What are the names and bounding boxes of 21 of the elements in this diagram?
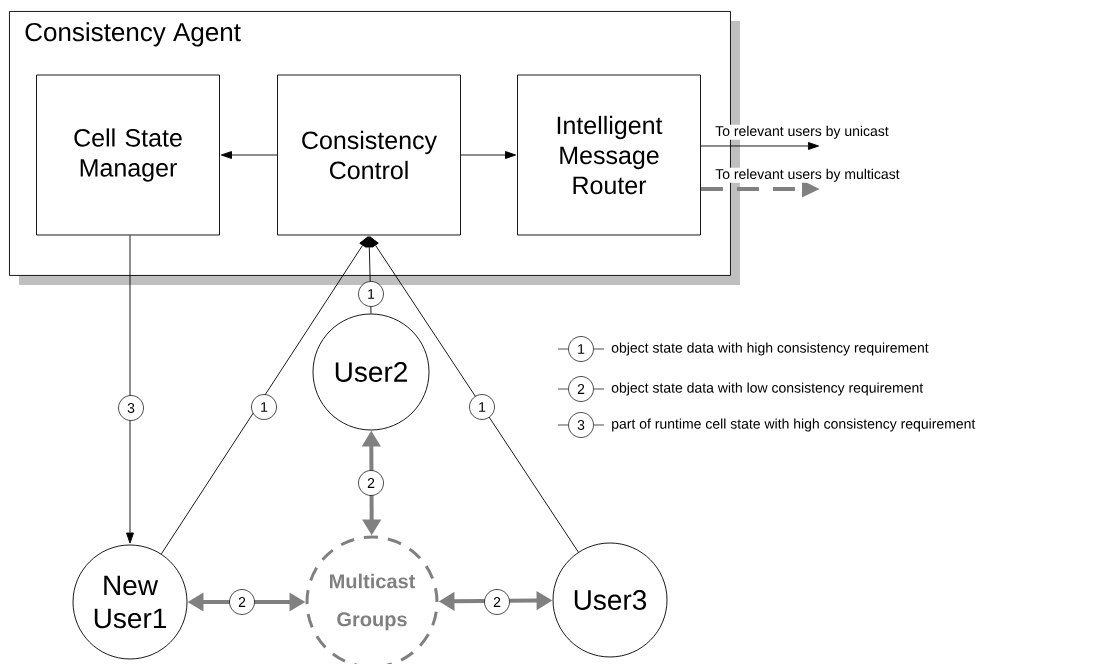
edge-label: 3: [118, 395, 144, 421]
arrow: [369, 236, 579, 553]
arrow: [160, 236, 369, 555]
process-box: Cell State Manager: [36, 74, 220, 236]
legend-text: part of runtime cell state with high consistency requirement: [612, 418, 976, 432]
legend-text: object state data with high consistency requirement: [611, 342, 929, 356]
arrow: [700, 142, 820, 150]
edge-label: 1: [469, 394, 495, 420]
arrow: [460, 151, 517, 159]
arrow: [126, 235, 134, 544]
edge-label: 1: [358, 281, 384, 307]
edge-label: To relevant users by unicast: [714, 124, 890, 140]
arrow: [220, 151, 278, 159]
legend-text: object state data with low consistency requirement: [611, 382, 924, 396]
edge-label: 2: [229, 589, 255, 615]
edge-label: 2: [358, 470, 384, 496]
edge-label: To relevant users by multicast: [714, 167, 901, 183]
process-box: Intelligent Message Router: [517, 74, 701, 236]
edge-label: 2: [484, 589, 510, 615]
process-box: Consistency Control: [277, 74, 461, 236]
edge-label: 1: [251, 394, 277, 420]
